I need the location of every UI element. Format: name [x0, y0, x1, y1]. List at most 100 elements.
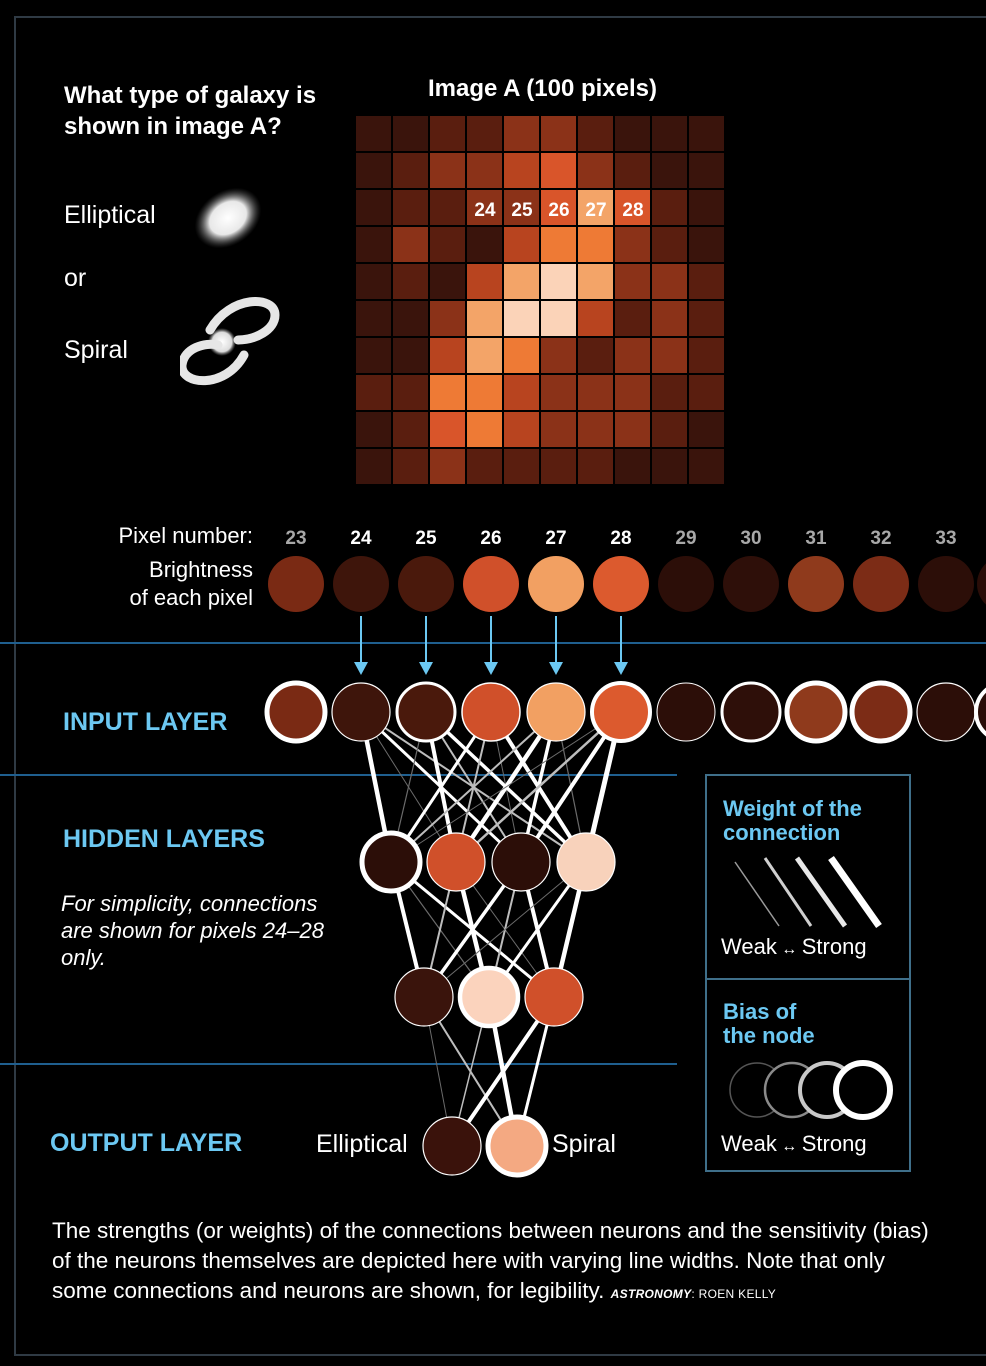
input-node: [264, 680, 328, 744]
pixel-cell: [541, 227, 576, 262]
pixel-number: 28: [610, 528, 631, 549]
caption-text: The strengths (or weights) of the connec…: [52, 1218, 929, 1303]
weight-scale: Weak ↔ Strong: [721, 934, 867, 960]
pixel-cell: [689, 338, 724, 373]
pixel-number-label: Pixel number:: [118, 523, 253, 548]
pixel-cell: [652, 338, 687, 373]
pixel-number: 25: [415, 528, 437, 549]
pixel-cell: [504, 338, 539, 373]
grid-pixel-label: 28: [622, 200, 643, 221]
pixel-cell: [467, 227, 502, 262]
pixel-cell: [578, 227, 613, 262]
pixel-number: 23: [285, 528, 306, 549]
weight-weak-label: Weak: [721, 934, 777, 959]
output-node-spiral: [485, 1114, 549, 1178]
pixel-cell: [356, 301, 391, 336]
input-node: [916, 682, 976, 742]
pixel-cell: [467, 301, 502, 336]
pixel-cell: [578, 264, 613, 299]
brightness-label-line-1: Brightness: [149, 557, 253, 582]
pixel-cell: [652, 449, 687, 484]
pixel-cell: [689, 412, 724, 447]
bias-strong-label: Strong: [801, 1131, 867, 1156]
pixel-cell: [504, 190, 539, 225]
input-node: [849, 680, 913, 744]
pixel-brightness-circle: [977, 563, 986, 605]
arrow-head-icon: [549, 662, 563, 675]
pixel-brightness-circle: [853, 556, 909, 612]
pixel-cell: [652, 412, 687, 447]
pixel-cell: [578, 116, 613, 151]
pixel-cell: [615, 449, 650, 484]
pixel-cell: [467, 264, 502, 299]
bias-legend-title-line-1: Bias of: [723, 999, 797, 1024]
input-layer-label: INPUT LAYER: [63, 708, 228, 736]
connection-line: [390, 711, 557, 863]
arrow-head-icon: [484, 662, 498, 675]
option-spiral: Spiral: [64, 336, 128, 364]
pixel-cell: [393, 264, 428, 299]
weight-arrow-icon: ↔: [776, 941, 802, 958]
bias-circles-sample: [729, 1060, 893, 1120]
pixel-cell: [393, 190, 428, 225]
elliptical-galaxy-icon: [194, 187, 262, 249]
pixel-cell: [430, 301, 465, 336]
hidden-node: [524, 967, 584, 1027]
pixel-cell: [652, 116, 687, 151]
pixel-cell: [430, 338, 465, 373]
galaxy-icons: [180, 187, 280, 386]
credit: ASTRONOMY: ROEN KELLY: [611, 1287, 776, 1301]
pixel-cell: [356, 116, 391, 151]
pixel-brightness-circle: [268, 556, 324, 612]
pixel-cell: [393, 338, 428, 373]
pixel-brightness-circle: [658, 556, 714, 612]
pixel-cell: [689, 375, 724, 410]
grid-pixel-label: 24: [474, 200, 496, 221]
pixel-cell: [356, 264, 391, 299]
pixel-cell: [615, 264, 650, 299]
input-node: [526, 682, 586, 742]
pixel-cell: [356, 338, 391, 373]
pixel-cell: [689, 116, 724, 151]
pixel-number: 29: [675, 528, 696, 549]
grid-pixel-label: 25: [511, 200, 533, 221]
option-elliptical: Elliptical: [64, 201, 156, 229]
pixel-cell: [467, 190, 502, 225]
connection-line: [390, 711, 622, 863]
input-node: [461, 682, 521, 742]
pixel-brightness-circle: [528, 556, 584, 612]
pixel-cell: [393, 412, 428, 447]
caption: The strengths (or weights) of the connec…: [52, 1216, 932, 1309]
pixel-cell: [615, 375, 650, 410]
pixel-cell: [541, 116, 576, 151]
pixel-cell: [652, 264, 687, 299]
hidden-node: [457, 965, 521, 1029]
pixel-cell: [615, 301, 650, 336]
pixel-cell: [467, 375, 502, 410]
pixel-number: 32: [870, 528, 891, 549]
pixel-cell: [578, 153, 613, 188]
pixel-cell: [393, 449, 428, 484]
pixel-cell: [504, 301, 539, 336]
weight-strong-label: Strong: [801, 934, 867, 959]
pixel-cell: [541, 375, 576, 410]
pixel-cell: [393, 116, 428, 151]
pixel-cell: [430, 264, 465, 299]
pixel-cell: [430, 449, 465, 484]
pixel-cell: [689, 449, 724, 484]
pixel-cell: [541, 412, 576, 447]
hidden-node: [359, 830, 423, 894]
pixel-cell: [430, 375, 465, 410]
pixel-cell: [467, 449, 502, 484]
pixel-cell: [504, 264, 539, 299]
pixel-cell: [430, 116, 465, 151]
image-title: Image A (100 pixels): [428, 75, 657, 102]
pixel-cell: [430, 153, 465, 188]
pixel-cell: [356, 375, 391, 410]
pixel-brightness-circle: [593, 556, 649, 612]
bias-scale: Weak ↔ Strong: [721, 1131, 867, 1157]
hidden-node: [426, 832, 486, 892]
legend-box: Weight of the connection Weak ↔ Strong B…: [705, 774, 911, 1172]
pixel-cell: [393, 227, 428, 262]
